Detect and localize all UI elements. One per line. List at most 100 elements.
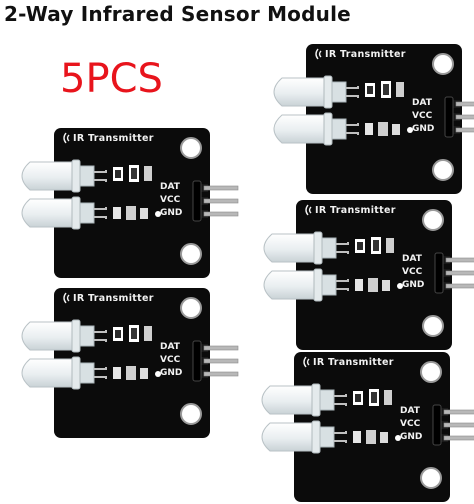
header-pin [445, 270, 474, 276]
led-lead [334, 394, 347, 397]
module-illustration [273, 44, 474, 194]
test-pad [395, 435, 401, 441]
header-pin [455, 114, 474, 120]
led-flange [311, 383, 321, 417]
led-lead [336, 242, 349, 245]
smd-capacitor [386, 238, 394, 253]
ir-led [261, 385, 317, 415]
mounting-hole [422, 315, 444, 337]
smd-resistor-body [357, 242, 363, 250]
led-lead [346, 123, 359, 126]
pin-label-vcc: VCC [402, 267, 423, 277]
signal-icon [315, 48, 322, 60]
quantity-label: 5PCS [60, 56, 163, 102]
led-lead [94, 216, 107, 219]
mounting-hole [180, 297, 202, 319]
module-illustration [21, 288, 239, 438]
header-pin [443, 409, 474, 415]
module-title-label: IR Transmitter [325, 49, 406, 60]
smd-resistor [365, 123, 373, 135]
led-flange [71, 319, 81, 353]
pin-header-housing [192, 180, 202, 222]
pin-label-dat: DAT [400, 406, 420, 416]
led-lead [334, 403, 347, 406]
pin-label-gnd: GND [160, 368, 183, 378]
mounting-hole [420, 467, 442, 489]
test-pad [397, 283, 403, 289]
smd-resistor-body [373, 240, 379, 251]
smd-component [392, 124, 400, 135]
smd-capacitor [144, 166, 152, 181]
led-lead [94, 179, 107, 182]
header-pin [203, 185, 239, 191]
smd-component [368, 278, 378, 292]
led-flange [313, 268, 323, 302]
pin-label-vcc: VCC [160, 195, 181, 205]
smd-resistor-body [131, 328, 137, 339]
smd-resistor-body [371, 392, 377, 403]
smd-capacitor [384, 390, 392, 405]
pin-header-base [436, 408, 448, 416]
pin-label-vcc: VCC [400, 419, 421, 429]
smd-resistor [353, 431, 361, 443]
header-pin [203, 198, 239, 204]
module-title-label: IR Transmitter [73, 293, 154, 304]
ir-led [263, 270, 319, 300]
led-flange [323, 112, 333, 146]
led-flange [323, 75, 333, 109]
module-title-label: IR Transmitter [313, 357, 394, 368]
header-pin [443, 435, 474, 441]
pin-label-gnd: GND [402, 280, 425, 290]
led-flange [71, 196, 81, 230]
smd-resistor [113, 207, 121, 219]
header-pin [443, 422, 474, 428]
pin-header-base [196, 210, 208, 218]
smd-capacitor [144, 326, 152, 341]
led-lead [336, 288, 349, 291]
led-flange [71, 159, 81, 193]
module-title-label: IR Transmitter [315, 205, 396, 216]
mounting-hole [180, 137, 202, 159]
header-pin [203, 371, 239, 377]
pin-label-gnd: GND [160, 208, 183, 218]
smd-resistor [355, 279, 363, 291]
smd-component [366, 430, 376, 444]
led-lead [94, 376, 107, 379]
pin-header-base [196, 357, 208, 365]
smd-component [126, 206, 136, 220]
led-lead [94, 367, 107, 370]
header-pin [445, 283, 474, 289]
signal-icon [63, 132, 70, 144]
pin-label-gnd: GND [412, 124, 435, 134]
led-lead [346, 132, 359, 135]
test-pad [407, 127, 413, 133]
test-pad [155, 371, 161, 377]
pin-label-vcc: VCC [412, 111, 433, 121]
mounting-hole [432, 53, 454, 75]
pin-header-base [448, 113, 460, 121]
signal-icon [305, 204, 312, 216]
smd-component [140, 368, 148, 379]
pin-header-housing [434, 252, 444, 294]
led-lead [334, 431, 347, 434]
header-pin [455, 101, 474, 107]
smd-component [380, 432, 388, 443]
pin-header-base [438, 269, 450, 277]
module-illustration [261, 352, 474, 502]
pin-label-dat: DAT [402, 254, 422, 264]
smd-resistor-body [367, 86, 373, 94]
mounting-hole [422, 209, 444, 231]
smd-resistor-body [355, 394, 361, 402]
mounting-hole [420, 361, 442, 383]
header-pin [445, 257, 474, 263]
led-lead [346, 86, 359, 89]
pin-header-housing [432, 404, 442, 446]
led-lead [336, 279, 349, 282]
smd-resistor-body [131, 168, 137, 179]
ir-led [273, 114, 329, 144]
smd-component [140, 208, 148, 219]
ir-led [21, 358, 77, 388]
